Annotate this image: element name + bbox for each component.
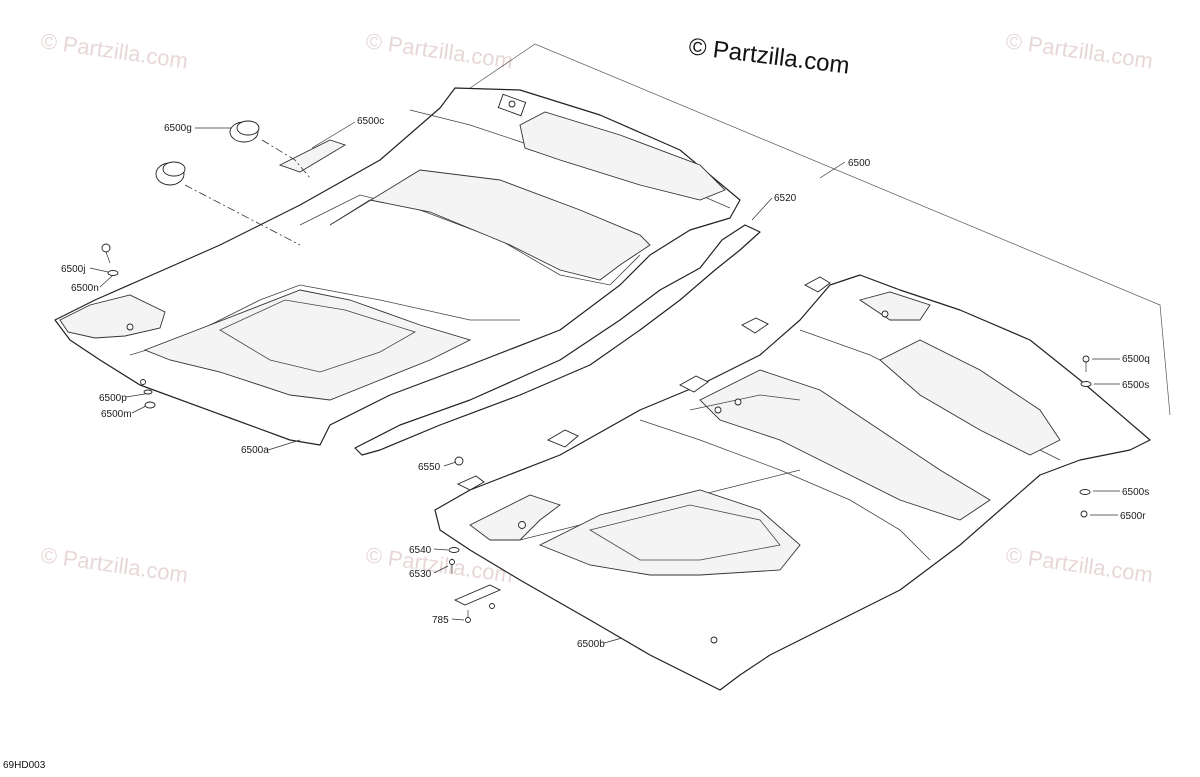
dash-line <box>261 139 311 179</box>
hardware-right <box>448 355 1092 623</box>
brand-label: © Partzilla.com <box>687 33 851 80</box>
callout-label: 785 <box>432 615 449 626</box>
watermark: © Partzilla.com <box>1004 542 1154 587</box>
fastener-hole-icon <box>714 406 722 414</box>
diagram-code: 69HD003 <box>3 760 46 771</box>
watermark: © Partzilla.com <box>1004 28 1154 73</box>
clamp-6500g-upper <box>229 120 260 143</box>
panel-6500a <box>54 87 741 446</box>
watermark: © Partzilla.com <box>39 28 189 73</box>
fastener-hole-icon <box>508 100 516 108</box>
callout-label: 6500p <box>99 393 127 404</box>
fastener-hole-icon <box>734 398 742 406</box>
fastener-hole-icon <box>710 636 718 644</box>
callout-label: 6520 <box>774 193 797 204</box>
callout-label: 6500s <box>1122 380 1149 391</box>
callout-label: 6500 <box>848 158 871 169</box>
callout-label: 6500g <box>164 123 192 134</box>
callout-label: 6500b <box>577 639 605 650</box>
callout-label: 6500m <box>101 409 132 420</box>
clamp-6500g-lower <box>155 161 186 186</box>
fastener-hole-icon <box>518 521 526 529</box>
callout-label: 6500n <box>71 283 99 294</box>
bracket-icon <box>453 584 502 606</box>
callout-label: 6500a <box>241 445 269 456</box>
fastener-hole-icon <box>126 323 134 331</box>
leader-lines <box>89 121 1120 644</box>
dash-line <box>184 184 301 246</box>
callout-label: 6540 <box>409 545 432 556</box>
callout-label: 6550 <box>418 462 441 473</box>
callout-label: 6500j <box>61 264 85 275</box>
watermark: © Partzilla.com <box>39 542 189 587</box>
pad-6500c <box>278 139 347 173</box>
fastener-hole-icon <box>881 310 889 318</box>
hardware-left <box>101 243 156 409</box>
callout-label: 6500q <box>1122 354 1150 365</box>
seal-strip-6520 <box>354 224 761 456</box>
callout-label: 6530 <box>409 569 432 580</box>
callout-label: 6500c <box>357 116 384 127</box>
callout-label: 6500s <box>1122 487 1149 498</box>
assembly-box-line <box>469 43 1171 416</box>
panel-6500b <box>434 274 1151 691</box>
callout-labels: 6500g 6500c 6500 6520 6500j 6500n 6500p … <box>61 116 1150 650</box>
watermark: © Partzilla.com <box>364 28 514 73</box>
callout-label: 6500r <box>1120 511 1146 522</box>
